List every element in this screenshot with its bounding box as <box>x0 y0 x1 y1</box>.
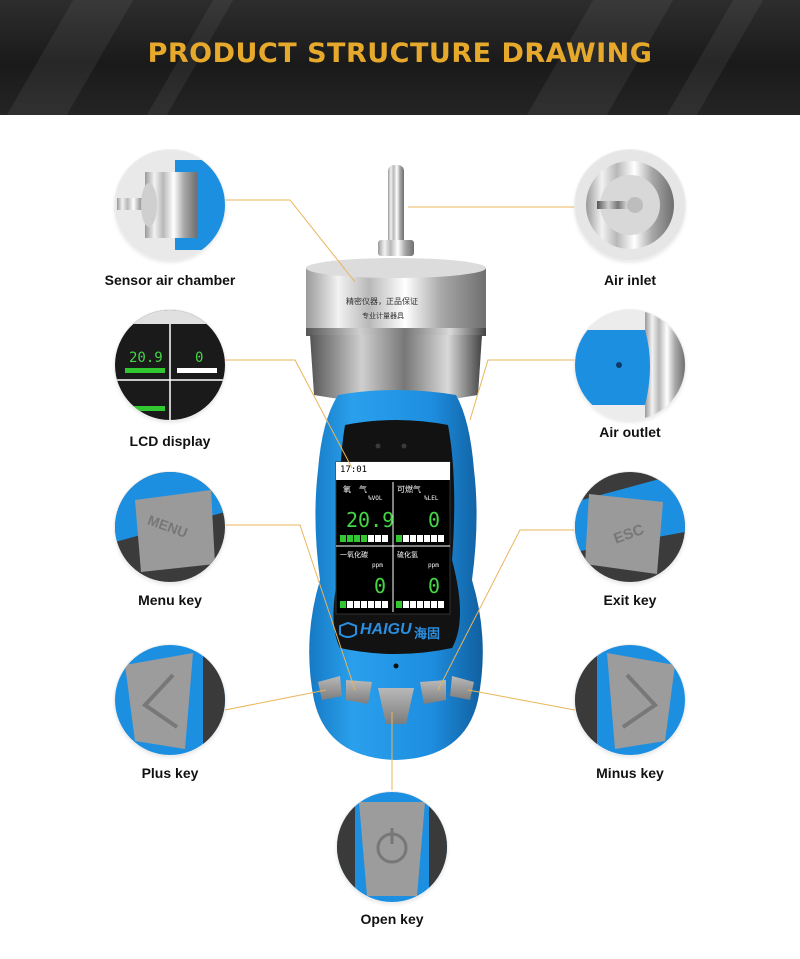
plus-key-label: Plus key <box>141 765 199 781</box>
lcd-gas-value: 0 <box>428 574 441 598</box>
svg-text:0: 0 <box>195 350 203 366</box>
probe-rod <box>388 165 404 250</box>
brand-name-cn: 海固 <box>414 627 441 642</box>
svg-text:20.9: 20.9 <box>129 350 163 366</box>
exit-key-shape <box>420 680 446 704</box>
open-key-thumb <box>337 792 447 902</box>
menu-key-shape <box>346 680 372 704</box>
lcd-gas-unit: ppm <box>428 562 439 569</box>
plus-key-thumb <box>115 645 225 755</box>
open-key-shape <box>378 688 414 724</box>
lcd-gas-name: 硫化氢 <box>397 551 418 559</box>
header-banner: PRODUCT STRUCTURE DRAWING <box>0 0 800 115</box>
lcd-time: 17:01 <box>340 465 368 475</box>
page-title: PRODUCT STRUCTURE DRAWING <box>147 38 653 69</box>
sensor-chamber <box>306 259 486 338</box>
air-inlet-label: Air inlet <box>603 272 657 288</box>
lcd-gas-unit: ppm <box>372 562 383 569</box>
sensor-air-chamber-label: Sensor air chamber <box>104 272 236 288</box>
lcd-gas-value: 0 <box>428 508 441 532</box>
lcd-display-label: LCD display <box>129 433 211 449</box>
lcd-gas-name: 一氧化碳 <box>340 551 368 559</box>
sensor-air-chamber-thumb <box>115 150 225 260</box>
brand-name: HAIGU <box>360 621 412 638</box>
minus-key-label: Minus key <box>596 765 664 781</box>
open-key-label: Open key <box>360 911 424 927</box>
leader-lines <box>224 199 576 790</box>
lcd-gas-name: 可燃气 <box>397 485 421 494</box>
lcd-gas-unit: %LEL <box>424 495 439 502</box>
exit-key-label: Exit key <box>603 592 657 608</box>
chamber-text: 精密仪器，正品保证 <box>346 297 418 306</box>
air-inlet-thumb <box>575 150 685 260</box>
menu-key-thumb: MENU <box>115 472 225 582</box>
lcd-gas-value: 20.9 <box>346 508 395 532</box>
chamber-subtext: 专业计量器具 <box>362 312 404 320</box>
lcd-gas-name: 氧 气 <box>343 485 367 494</box>
menu-key-label: Menu key <box>138 592 202 608</box>
minus-key-shape <box>450 676 474 700</box>
plus-key-shape <box>318 676 342 700</box>
lcd-display-thumb: 20.9 0 <box>115 310 225 420</box>
minus-key-thumb <box>575 645 685 755</box>
lcd-gas-unit: %VOL <box>368 495 383 502</box>
brand-logo-icon <box>339 621 357 638</box>
lcd-gas-value: 0 <box>374 574 387 598</box>
exit-key-thumb: ESC <box>575 472 685 582</box>
air-outlet-label: Air outlet <box>599 424 661 440</box>
air-outlet-thumb <box>575 310 685 420</box>
